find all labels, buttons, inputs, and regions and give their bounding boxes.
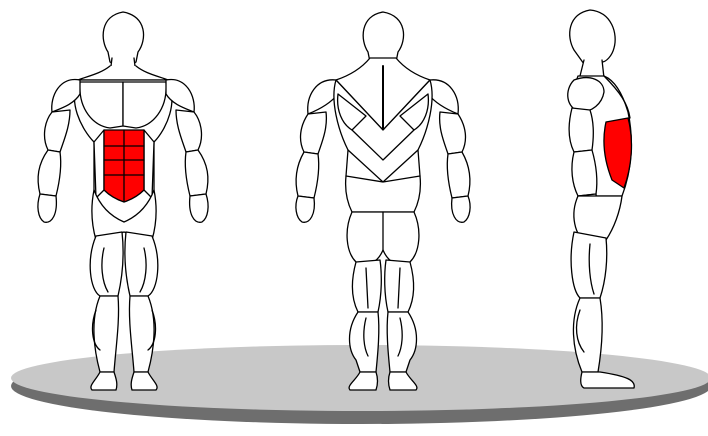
back-forearm-left: [296, 152, 319, 198]
front-hand-right: [190, 194, 208, 222]
front-trapezius: [78, 66, 168, 80]
back-forearm-right: [447, 152, 470, 198]
back-hand-left: [296, 196, 314, 222]
front-forearm-left: [38, 150, 61, 196]
front-oblique-left: [94, 130, 104, 198]
front-shin-left: [94, 296, 119, 372]
front-hand-left: [38, 194, 56, 222]
front-head: [103, 12, 143, 65]
front-shin-right: [129, 296, 154, 372]
figure-side: [568, 10, 634, 388]
front-forearm-right: [185, 150, 208, 196]
front-upper-arm-left: [45, 110, 70, 152]
back-hand-right: [452, 196, 470, 222]
back-head: [363, 12, 403, 65]
figure-front: [38, 12, 208, 390]
back-upper-arm-right: [440, 112, 466, 154]
front-thigh-left: [90, 232, 123, 296]
side-head: [570, 10, 615, 64]
front-upper-arm-right: [176, 110, 201, 152]
front-oblique-right: [144, 130, 154, 198]
side-forearm: [572, 150, 597, 196]
front-thigh-right: [125, 232, 158, 296]
side-upper-arm: [569, 108, 593, 152]
side-neck: [580, 60, 604, 78]
back-upper-arm-left: [301, 112, 327, 154]
figure-back: [296, 12, 470, 390]
side-calf: [573, 298, 602, 372]
